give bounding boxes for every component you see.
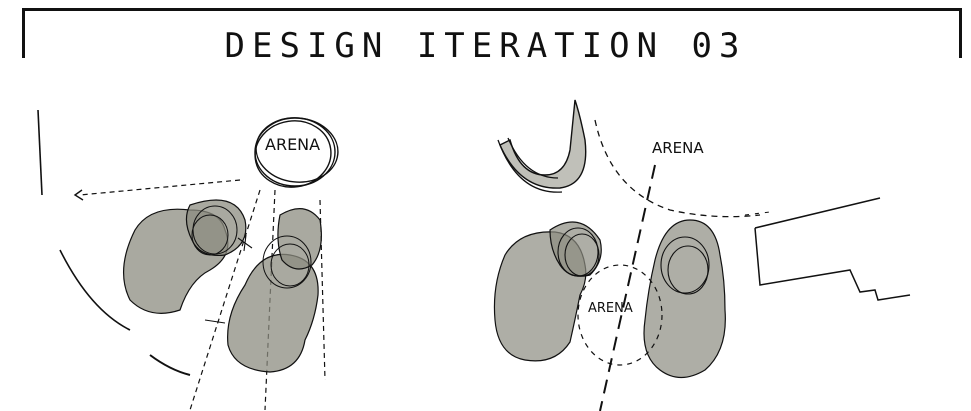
dashed-arrow-left bbox=[80, 180, 240, 195]
curved-wall-shape bbox=[500, 100, 586, 188]
arena-label-center: ARENA bbox=[588, 301, 633, 316]
left-edge-line bbox=[38, 110, 42, 195]
frame-top-line bbox=[22, 8, 962, 11]
arena-label: ARENA bbox=[265, 135, 320, 154]
bottom-arc-line bbox=[150, 355, 190, 375]
diagonal-dashed-line bbox=[600, 165, 655, 411]
left-arc-line bbox=[60, 250, 130, 330]
left-blob-group bbox=[124, 200, 246, 313]
right-dashed-edge bbox=[745, 212, 770, 215]
page-title: DESIGN ITERATION 03 bbox=[0, 26, 971, 66]
left-sketch: ARENA bbox=[20, 80, 380, 411]
right-left-blob bbox=[494, 222, 601, 361]
top-arena-dashed-curve bbox=[595, 120, 760, 217]
right-sketch: ARENA ARENA bbox=[480, 80, 971, 411]
right-right-blob bbox=[644, 220, 725, 378]
building-outline bbox=[755, 198, 910, 300]
arena-label-top: ARENA bbox=[652, 139, 704, 157]
arrowhead-left bbox=[75, 190, 83, 200]
